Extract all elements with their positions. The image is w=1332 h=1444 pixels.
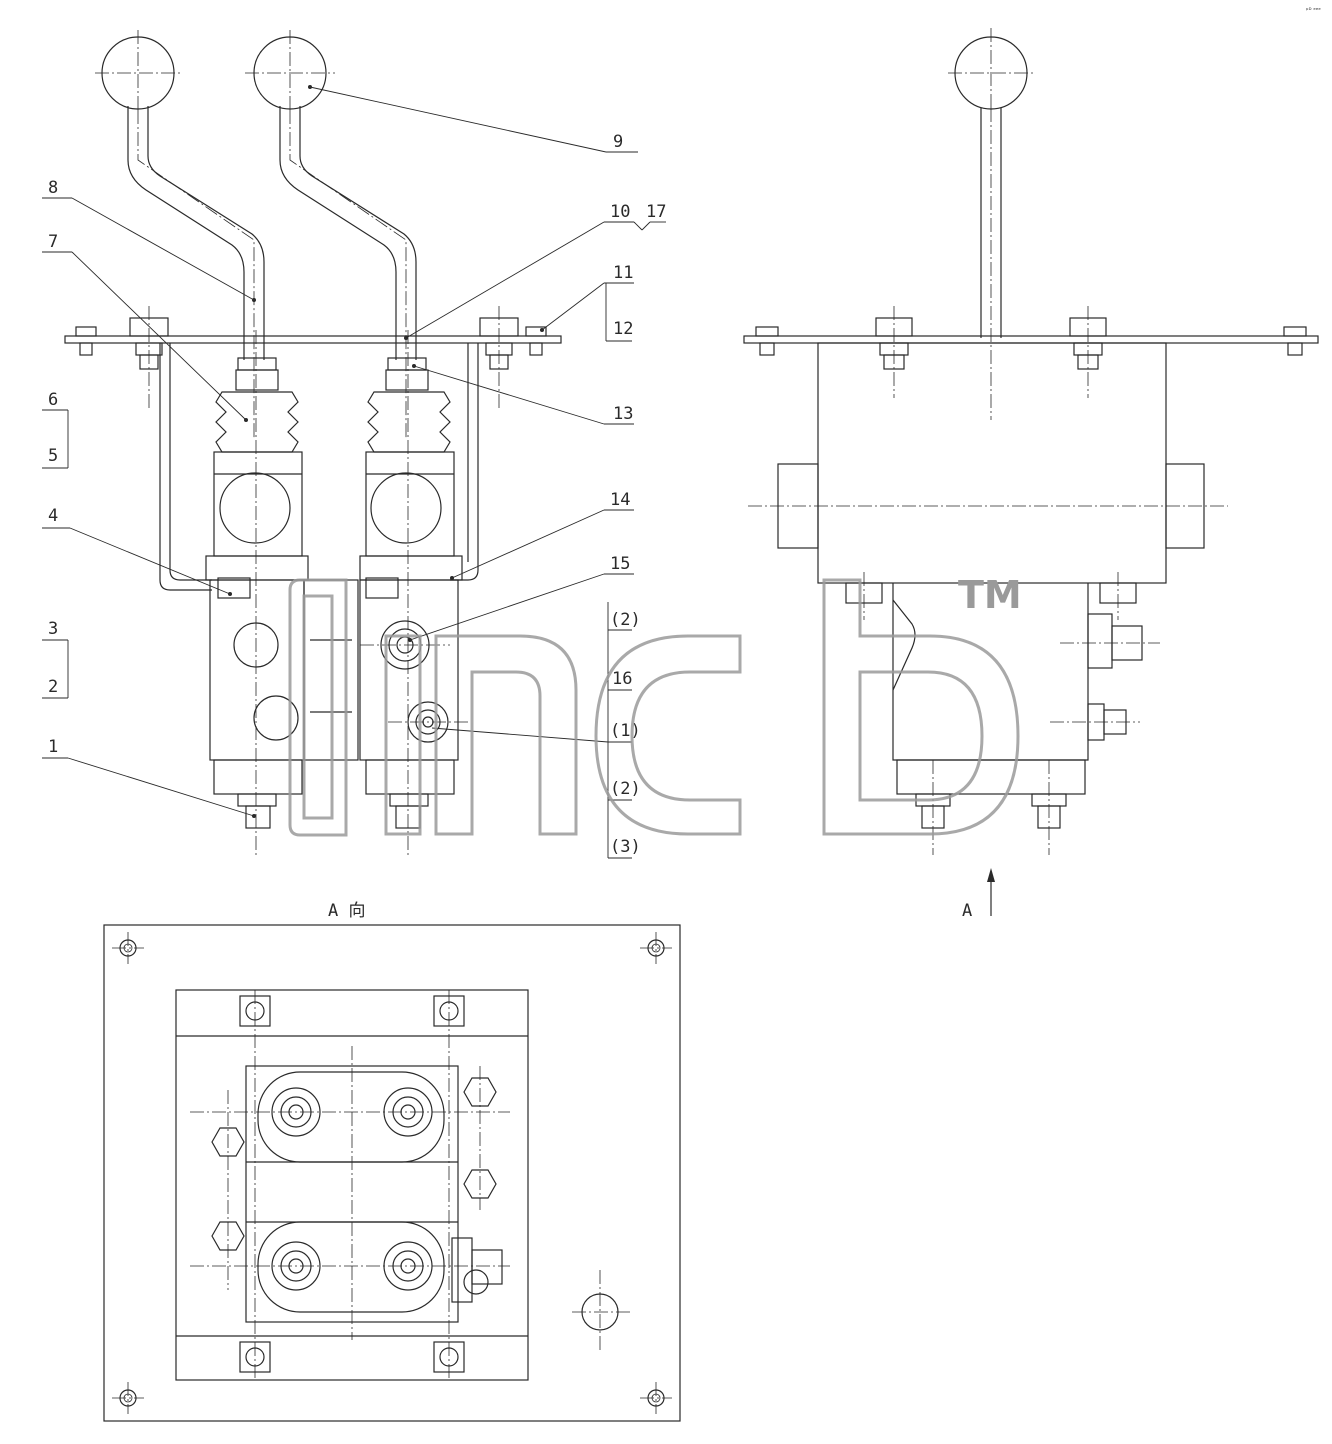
callout-3: 3 [48, 619, 58, 639]
callouts: 9 8 7 10 17 11 12 13 [42, 85, 666, 859]
boot-left [215, 391, 299, 453]
callout-11: 11 [613, 263, 633, 283]
port-label-2b: (2) [610, 779, 641, 799]
callout-6: 6 [48, 390, 58, 410]
mounting-plate [64, 335, 562, 344]
port-label-1: (1) [610, 721, 641, 741]
port-fitting-a2 [383, 1087, 433, 1137]
boot-right [367, 391, 451, 453]
view-a: A 向 [103, 901, 681, 1422]
base-plate-outline [103, 924, 681, 1422]
callout-10: 10 [610, 202, 630, 222]
callout-4: 4 [48, 506, 58, 526]
watermark-logo: TM [288, 573, 1022, 837]
lever-right [279, 106, 397, 360]
callout-1: 1 [48, 737, 58, 757]
mounting-plate-side [743, 335, 1319, 344]
port-fitting-a1 [271, 1087, 321, 1137]
callout-16: 16 [612, 669, 632, 689]
callout-8: 8 [48, 178, 58, 198]
side-view: A [743, 28, 1319, 921]
front-view [64, 30, 562, 855]
callout-12: 12 [613, 319, 633, 339]
callout-2: 2 [48, 677, 58, 697]
watermark-trademark: TM [958, 573, 1022, 617]
valve-housing-side [817, 342, 1167, 584]
corner-mark: ᵖᴰ ᵉᵉᵉ [1306, 7, 1321, 14]
valve-base-outline [175, 989, 529, 1381]
callout-17: 17 [646, 202, 666, 222]
callout-15: 15 [610, 554, 630, 574]
callout-9: 9 [613, 132, 623, 152]
callout-7: 7 [48, 232, 58, 252]
callout-5: 5 [48, 446, 58, 466]
port-fitting-a3 [271, 1241, 321, 1291]
view-arrow-label: A [962, 901, 972, 921]
view-a-title: A 向 [328, 901, 365, 921]
lever-left [127, 106, 245, 360]
callout-14: 14 [610, 490, 630, 510]
port-label-3: (3) [610, 837, 641, 857]
port-label-2a: (2) [610, 610, 641, 630]
callout-13: 13 [613, 404, 633, 424]
port-fitting-a4 [383, 1241, 433, 1291]
